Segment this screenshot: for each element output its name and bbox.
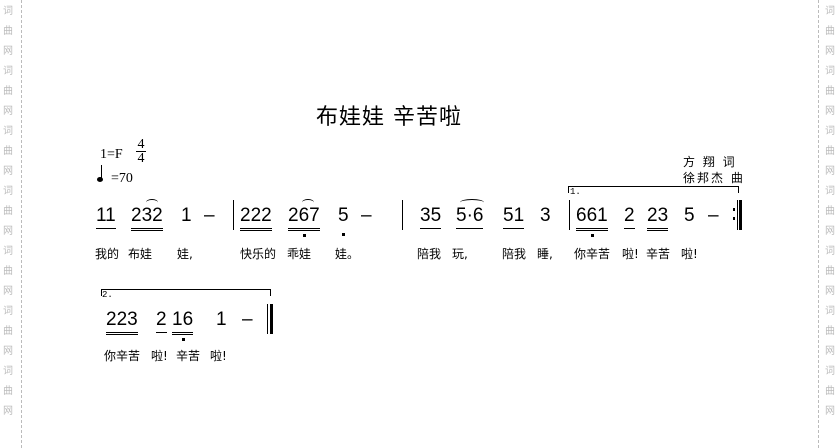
lyric: 陪我	[502, 247, 527, 261]
lyrics-row-2: 你辛苦 啦! 辛苦 啦!	[0, 347, 840, 387]
note-group: 2	[624, 205, 635, 229]
time-bottom: 4	[137, 151, 145, 166]
lyrics-row-1: 我的 布娃 娃, 快乐的 乖娃 娃。 陪我 玩, 陪我 睡, 你辛苦 啦! 辛苦…	[0, 245, 840, 285]
lyric: 你辛苦	[574, 247, 611, 261]
barline	[233, 200, 234, 230]
note-group: 51	[503, 205, 525, 229]
note-group: 3	[540, 205, 551, 226]
watermark-text: 词曲网	[3, 366, 13, 417]
lyric: 玩,	[452, 247, 468, 261]
tempo-marking: =70	[111, 171, 133, 186]
lyric: 啦!	[622, 247, 639, 261]
left-margin-line	[21, 0, 22, 448]
song-title: 布娃娃 辛苦啦	[316, 105, 462, 130]
repeat-dots	[733, 208, 735, 211]
note-group: 5·6	[456, 205, 484, 229]
lyric: 布娃	[128, 247, 153, 261]
composer-credit: 徐邦杰 曲	[683, 171, 745, 185]
note-group: 16	[172, 309, 194, 341]
note-group: 267	[288, 205, 320, 237]
lyric: 娃,	[177, 247, 193, 261]
watermark-text: 词曲网	[3, 6, 13, 57]
watermark-text: 词曲网	[3, 186, 13, 237]
time-top: 4	[137, 137, 145, 152]
slur	[146, 199, 158, 206]
note-group: 11	[96, 205, 116, 229]
lyric: 陪我	[417, 247, 442, 261]
barline	[737, 200, 738, 230]
key-signature: 1=F	[100, 147, 123, 162]
note-extension: –	[361, 205, 372, 226]
slur	[302, 199, 314, 206]
barline	[569, 200, 570, 230]
note-group: 23	[647, 205, 669, 231]
lyric: 辛苦	[646, 247, 671, 261]
watermark-text: 词曲网	[3, 66, 13, 117]
slur	[460, 199, 484, 206]
note-group: 1	[216, 309, 227, 330]
repeat-end-barline	[739, 200, 742, 230]
lyric: 快乐的	[240, 247, 277, 261]
lyricist-credit: 方 翔 词	[683, 155, 737, 169]
note-group: 2	[156, 309, 167, 333]
note-group: 1	[181, 205, 192, 226]
lyric: 睡,	[537, 247, 553, 261]
lyric: 辛苦	[176, 349, 201, 363]
note-extension: –	[242, 309, 253, 330]
lyric: 乖娃	[287, 247, 312, 261]
lyric: 你辛苦	[104, 349, 141, 363]
note-extension: –	[708, 205, 719, 226]
lyric: 啦!	[210, 349, 227, 363]
lyric: 啦!	[681, 247, 698, 261]
barline	[267, 304, 268, 334]
watermark-text: 词曲网	[825, 6, 835, 57]
lyric: 我的	[95, 247, 120, 261]
time-signature: 4 4	[136, 137, 146, 166]
barline	[402, 200, 403, 230]
score-row-2: 223 2 16 1 –	[0, 304, 840, 349]
lyric: 啦!	[151, 349, 168, 363]
watermark-text: 词曲网	[825, 186, 835, 237]
note-group: 5	[338, 205, 349, 236]
note-group: 232	[131, 205, 163, 231]
watermark-text: 词曲网	[3, 246, 13, 297]
right-margin-line	[818, 0, 819, 448]
watermark-text: 词曲网	[3, 126, 13, 177]
volta-1-label: 1.	[570, 187, 581, 197]
watermark-text: 词曲网	[825, 366, 835, 417]
watermark-text: 词曲网	[825, 126, 835, 177]
score-row-1: 11 232 1 – 222 267 5 – 35 5·6 51 3 661 2…	[0, 200, 840, 245]
note-group: 222	[240, 205, 272, 231]
note-group: 223	[106, 309, 138, 335]
note-group: 661	[576, 205, 608, 237]
volta-2-bracket	[101, 289, 271, 296]
quarter-note-icon	[101, 165, 102, 181]
quarter-note-head	[97, 177, 103, 182]
lyric: 娃。	[335, 247, 360, 261]
watermark-text: 词曲网	[825, 306, 835, 357]
watermark-text: 词曲网	[825, 246, 835, 297]
watermark-text: 词曲网	[825, 66, 835, 117]
time-divider	[136, 151, 146, 152]
volta-2-label: 2.	[102, 290, 113, 300]
note-group: 5	[684, 205, 695, 226]
note-group: 35	[420, 205, 442, 229]
volta-1-bracket	[568, 186, 739, 193]
note-extension: –	[204, 205, 215, 226]
watermark-text: 词曲网	[3, 306, 13, 357]
final-barline	[270, 304, 273, 334]
